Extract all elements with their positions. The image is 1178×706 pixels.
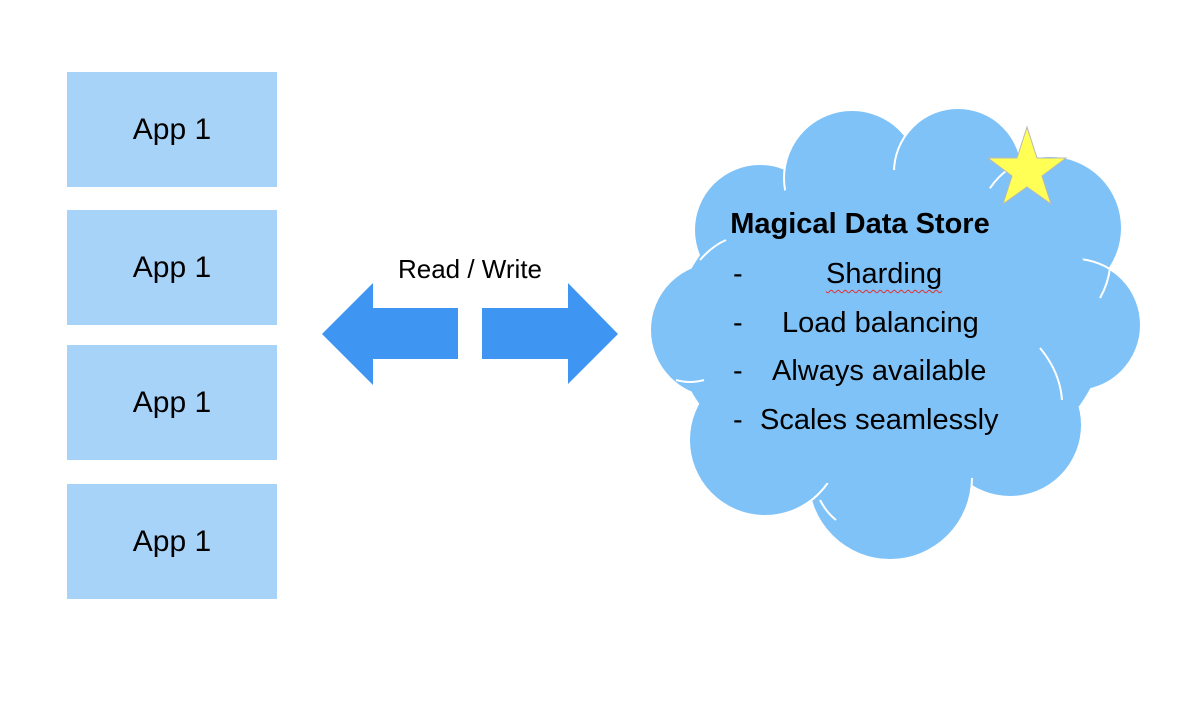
feature-sharding: Sharding bbox=[826, 258, 943, 290]
app-box-3: App 1 bbox=[67, 345, 277, 460]
app-box-1: App 1 bbox=[67, 72, 277, 187]
star-icon bbox=[986, 125, 1068, 206]
feature-bullet: - bbox=[733, 307, 743, 339]
feature-always-available: Always available bbox=[772, 355, 987, 387]
feature-bullet: - bbox=[733, 258, 743, 290]
feature-bullet: - bbox=[733, 404, 743, 436]
app-box-2: App 1 bbox=[67, 210, 277, 325]
arrow-right-icon bbox=[482, 283, 618, 384]
feature-scales-seamlessly: Scales seamlessly bbox=[760, 404, 999, 436]
cloud-contours bbox=[675, 239, 1111, 521]
arrow-left-icon bbox=[322, 283, 458, 385]
app-box-label: App 1 bbox=[132, 112, 212, 146]
read-write-label: Read / Write bbox=[397, 254, 542, 284]
app-box-4: App 1 bbox=[67, 484, 277, 599]
store-title: Magical Data Store bbox=[730, 208, 990, 240]
app-box-label: App 1 bbox=[132, 250, 212, 284]
app-box-label: App 1 bbox=[132, 385, 212, 419]
app-box-label: App 1 bbox=[132, 524, 212, 558]
feature-bullet: - bbox=[733, 355, 743, 387]
feature-load-balancing: Load balancing bbox=[782, 307, 979, 339]
